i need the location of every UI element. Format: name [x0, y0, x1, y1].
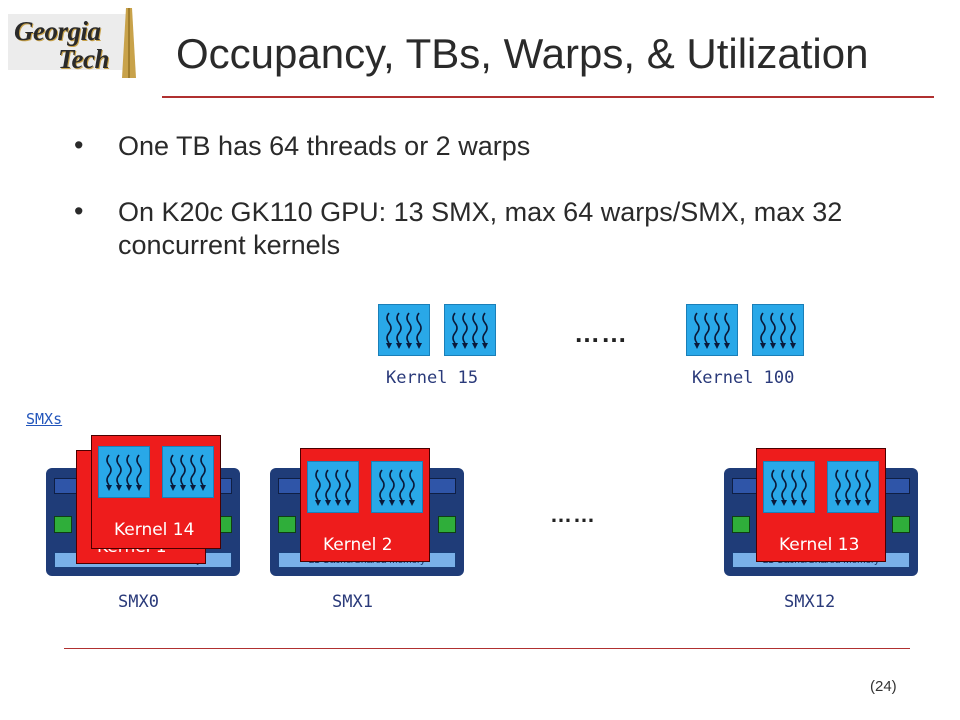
smx-core-cell	[732, 516, 750, 533]
warp-icon	[686, 304, 738, 356]
logo-word-georgia: Georgia	[14, 16, 101, 46]
warp-threads-glyph	[379, 469, 415, 506]
warp-threads-glyph	[106, 454, 142, 491]
warp-threads-glyph	[771, 469, 807, 506]
page-number: (24)	[870, 678, 897, 695]
warp-threads-glyph	[315, 469, 351, 506]
warp-threads-glyph	[760, 312, 796, 349]
logo-tower-graphic	[8, 8, 136, 78]
kernel-2-label: Kernel 2	[323, 535, 393, 555]
kernel-13-label: Kernel 13	[779, 535, 860, 555]
smx0-label: SMX0	[118, 592, 159, 612]
warp-threads-glyph	[170, 454, 206, 491]
kernel-13-box: Kernel 13	[756, 448, 886, 562]
warp-icon	[763, 461, 815, 513]
smxs-link[interactable]: SMXs	[26, 410, 63, 428]
bullet-dot: •	[74, 196, 84, 226]
smx-ellipsis: ……	[550, 502, 596, 527]
kernel-100-label: Kernel 100	[692, 368, 795, 388]
warp-threads-glyph	[452, 312, 488, 349]
title-divider	[162, 96, 934, 98]
warp-icon	[307, 461, 359, 513]
smx-core-cell	[438, 516, 456, 533]
kernel-14-label: Kernel 14	[114, 520, 195, 540]
kernel-2-box: Kernel 2	[300, 448, 430, 562]
bullet-text: On K20c GK110 GPU: 13 SMX, max 64 warps/…	[118, 197, 843, 260]
kernel-14-box: Kernel 14	[91, 435, 221, 549]
smx-core-cell	[278, 516, 296, 533]
warp-icon	[162, 446, 214, 498]
queue-ellipsis: ……	[574, 318, 628, 348]
smx-core-cell	[892, 516, 910, 533]
warp-threads-glyph	[386, 312, 422, 349]
georgia-tech-logo: Georgia Tech	[8, 4, 140, 84]
bullet-text: One TB has 64 threads or 2 warps	[118, 131, 531, 161]
warp-icon	[371, 461, 423, 513]
warp-icon	[444, 304, 496, 356]
logo-word-tech: Tech	[58, 44, 110, 74]
warp-icon	[98, 446, 150, 498]
warp-threads-glyph	[694, 312, 730, 349]
smx1-label: SMX1	[332, 592, 373, 612]
warp-icon	[752, 304, 804, 356]
smx-core-cell	[54, 516, 72, 533]
slide-title: Occupancy, TBs, Warps, & Utilization	[176, 30, 869, 77]
warp-icon	[827, 461, 879, 513]
kernel-15-label: Kernel 15	[386, 368, 479, 388]
bullet-dot: •	[74, 130, 84, 160]
warp-threads-glyph	[835, 469, 871, 506]
smx12-label: SMX12	[784, 592, 836, 612]
warp-icon	[378, 304, 430, 356]
footer-divider	[64, 648, 910, 649]
